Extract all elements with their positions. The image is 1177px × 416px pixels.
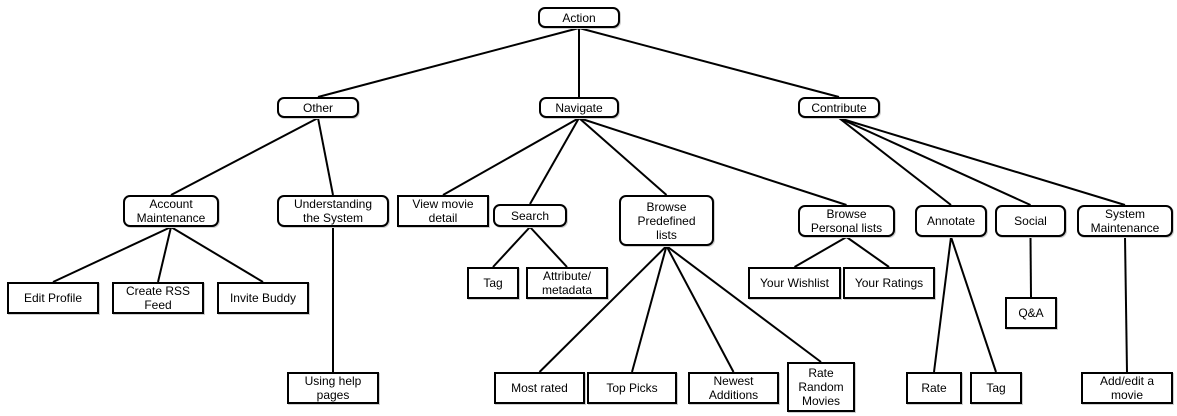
node-browse-personal-lists: Browse Personal lists: [798, 205, 895, 237]
node-invite-buddy: Invite Buddy: [217, 282, 309, 314]
edge-account_maintenance-to-create_rss_feed: [157, 226, 172, 283]
edge-search-to-search_tag: [492, 226, 531, 268]
edge-annotate-to-annotate_tag: [950, 236, 997, 373]
node-account-maintenance: Account Maintenance: [123, 195, 219, 227]
node-navigate: Navigate: [539, 97, 619, 118]
node-understanding-the-system: Understanding the System: [277, 195, 389, 227]
node-other: Other: [277, 97, 359, 118]
edge-action-to-other: [317, 27, 580, 98]
edge-search-to-attribute_metadata: [529, 226, 568, 268]
edge-contribute-to-annotate: [838, 117, 952, 206]
edge-navigate-to-browse_personal_lists: [578, 117, 847, 206]
edge-account_maintenance-to-invite_buddy: [170, 226, 264, 283]
edge-navigate-to-browse_predefined_lists: [578, 117, 668, 196]
edge-other-to-understanding_the_system: [317, 117, 334, 196]
edge-browse_predefined_lists-to-newest_additions: [665, 245, 735, 373]
edge-social-to-qa: [1029, 236, 1032, 298]
node-newest-additions: Newest Additions: [688, 372, 779, 404]
node-q-and-a: Q&A: [1005, 297, 1057, 329]
node-using-help-pages: Using help pages: [287, 372, 379, 404]
edge-other-to-account_maintenance: [170, 117, 319, 196]
node-edit-profile: Edit Profile: [7, 282, 99, 314]
edge-system_maintenance-to-add_edit_a_movie: [1124, 236, 1128, 373]
node-system-maintenance: System Maintenance: [1077, 205, 1173, 237]
node-top-picks: Top Picks: [587, 372, 677, 404]
edge-browse_predefined_lists-to-most_rated: [538, 245, 668, 373]
node-annotate: Annotate: [915, 205, 987, 237]
edge-action-to-contribute: [578, 27, 840, 98]
node-contribute: Contribute: [798, 97, 880, 118]
node-action: Action: [538, 7, 620, 28]
node-your-ratings: Your Ratings: [843, 267, 935, 299]
node-browse-predefined-lists: Browse Predefined lists: [619, 195, 714, 246]
edge-browse_personal_lists-to-your_ratings: [845, 236, 890, 268]
edge-contribute-to-social: [838, 117, 1031, 206]
edge-account_maintenance-to-edit_profile: [52, 226, 172, 283]
node-rate-random-movies: Rate Random Movies: [787, 362, 855, 412]
node-search-tag: Tag: [467, 267, 519, 299]
edge-browse_predefined_lists-to-top_picks: [631, 245, 668, 373]
node-rate: Rate: [906, 372, 962, 404]
node-annotate-tag: Tag: [970, 372, 1022, 404]
node-search: Search: [493, 204, 567, 227]
edge-navigate-to-view_movie_detail: [442, 117, 580, 196]
node-add-edit-a-movie: Add/edit a movie: [1081, 372, 1173, 404]
node-view-movie-detail: View movie detail: [397, 195, 489, 227]
node-create-rss-feed: Create RSS Feed: [112, 282, 204, 314]
edge-browse_predefined_lists-to-rate_random_movies: [665, 245, 822, 363]
node-attribute-metadata: Attribute/ metadata: [526, 267, 608, 299]
edge-browse_personal_lists-to-your_wishlist: [794, 236, 847, 268]
edge-annotate-to-rate: [933, 236, 952, 373]
node-your-wishlist: Your Wishlist: [748, 267, 841, 299]
node-social: Social: [995, 205, 1066, 237]
node-most-rated: Most rated: [494, 372, 585, 404]
edge-navigate-to-search: [529, 117, 580, 205]
edge-contribute-to-system_maintenance: [838, 117, 1126, 206]
